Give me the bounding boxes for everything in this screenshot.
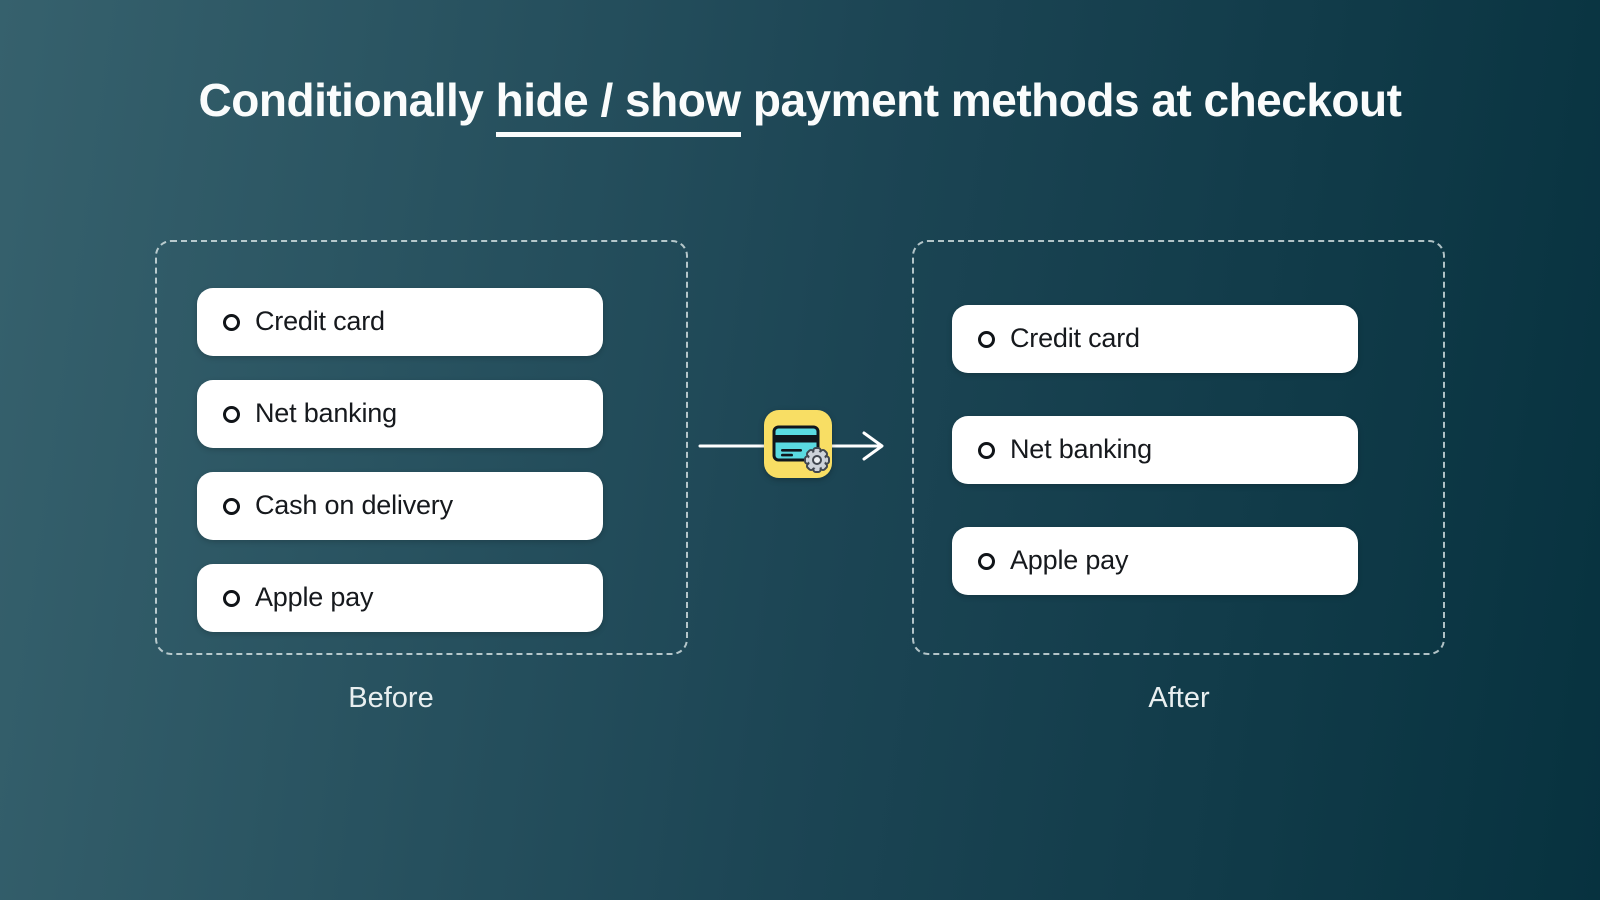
payment-option-label: Apple pay <box>1010 544 1129 575</box>
radio-circle-icon[interactable] <box>223 313 240 331</box>
title-prefix: Conditionally <box>198 74 496 126</box>
payment-option-card[interactable]: Net banking <box>197 380 603 448</box>
payment-option-card[interactable]: Apple pay <box>952 527 1358 595</box>
title-underlined-text: hide / show <box>495 74 741 137</box>
payment-option-label: Net banking <box>1010 433 1152 464</box>
radio-circle-icon[interactable] <box>978 552 995 570</box>
radio-circle-icon[interactable] <box>223 497 240 515</box>
after-panel: Credit card Net banking Apple pay <box>912 240 1445 655</box>
before-options-list: Credit card Net banking Cash on delivery… <box>157 242 686 632</box>
after-options-list: Credit card Net banking Apple pay <box>914 242 1443 595</box>
payment-option-label: Cash on delivery <box>255 489 453 520</box>
radio-circle-icon[interactable] <box>978 441 995 459</box>
radio-circle-icon[interactable] <box>223 405 240 423</box>
payment-option-card[interactable]: Apple pay <box>197 564 603 632</box>
payment-option-card[interactable]: Net banking <box>952 416 1358 484</box>
gear-icon <box>804 447 830 473</box>
payment-option-label: Apple pay <box>255 581 374 612</box>
radio-circle-icon[interactable] <box>223 589 240 607</box>
payment-option-label: Credit card <box>1010 322 1140 353</box>
payment-option-card[interactable]: Cash on delivery <box>197 472 603 540</box>
credit-card-settings-icon <box>764 410 832 478</box>
payment-option-card[interactable]: Credit card <box>952 305 1358 373</box>
title-suffix: payment methods at checkout <box>740 74 1402 126</box>
payment-option-label: Credit card <box>255 305 385 336</box>
page-title: Conditionally hide / show payment method… <box>0 72 1600 137</box>
after-label: After <box>1148 682 1210 714</box>
radio-circle-icon[interactable] <box>978 330 995 348</box>
payment-option-card[interactable]: Credit card <box>197 288 603 356</box>
before-panel: Credit card Net banking Cash on delivery… <box>155 240 688 655</box>
payment-option-label: Net banking <box>255 397 397 428</box>
before-label: Before <box>348 682 434 714</box>
